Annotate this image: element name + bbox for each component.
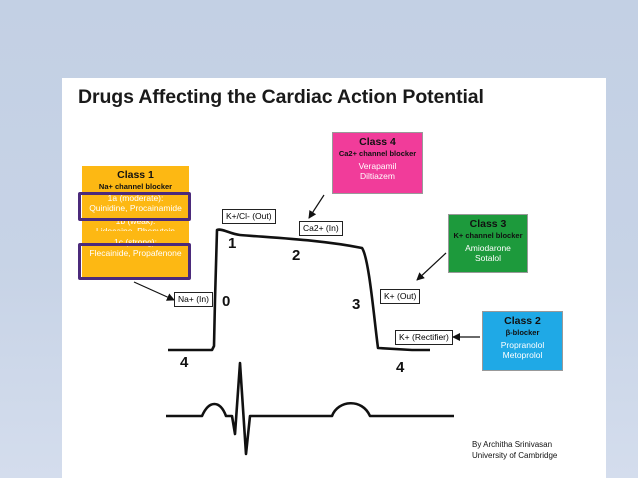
arrow-class4	[308, 194, 325, 219]
class2-drug1: Propranolol	[500, 339, 545, 350]
class1-heading: Class 1	[117, 169, 154, 181]
credit-author: By Architha Srinivasan	[472, 440, 553, 449]
phase-4-left: 4	[180, 354, 189, 371]
phase-3: 3	[352, 296, 361, 313]
class1c-highlight	[78, 243, 191, 280]
class4-subheading: Ca2+ channel blocker	[338, 149, 417, 159]
label-k-out: K+ (Out)	[380, 289, 421, 304]
class3-box: Class 3 K+ channel blocker Amiodarone So…	[448, 214, 528, 273]
label-k-cl-out: K+/Cl- (Out)	[222, 209, 276, 224]
slide: Drugs Affecting the Cardiac Action Poten…	[62, 78, 606, 478]
class4-box: Class 4 Ca2+ channel blocker Verapamil D…	[332, 132, 423, 194]
slide-title: Drugs Affecting the Cardiac Action Poten…	[78, 86, 484, 108]
phase-4-right: 4	[396, 359, 405, 376]
class1a-drugs: Quinidine, Procainamide	[89, 203, 182, 214]
action-potential-diagram	[133, 194, 480, 456]
class3-drug1: Amiodarone	[465, 242, 511, 253]
class3-drug2: Sotalol	[475, 253, 501, 264]
label-na-in: Na+ (In)	[174, 292, 213, 307]
credit: By Architha Srinivasan University of Cam…	[472, 439, 557, 461]
class1-subheading: Na+ channel blocker	[98, 182, 173, 192]
class4-drug2: Diltiazem	[360, 171, 395, 182]
class1c-label: 1c (strong):	[114, 237, 157, 248]
class3-subheading: K+ channel blocker	[453, 231, 523, 241]
arrow-class3	[416, 252, 447, 281]
ecg-trace	[166, 361, 454, 456]
class2-box: Class 2 β-blocker Propranolol Metoprolol	[482, 311, 563, 371]
credit-affiliation: University of Cambridge	[472, 451, 558, 460]
arrow-class1	[133, 281, 175, 301]
class1a-label: 1a (moderate):	[107, 192, 164, 203]
label-ca-in: Ca2+ (In)	[299, 221, 343, 236]
class1b-drugs: Lidocaine, Phenytoin	[96, 226, 175, 232]
phase-1: 1	[228, 235, 237, 252]
class2-heading: Class 2	[504, 315, 541, 327]
class4-heading: Class 4	[359, 136, 396, 148]
phase-2: 2	[292, 247, 301, 264]
class3-heading: Class 3	[469, 218, 507, 230]
class2-subheading: β-blocker	[505, 328, 540, 338]
class1a-highlight	[78, 192, 191, 221]
class1c-drugs: Flecainide, Propafenone	[89, 248, 182, 258]
action-potential-curve	[168, 228, 430, 352]
class2-drug2: Metoprolol	[502, 350, 543, 361]
class4-drug1: Verapamil	[358, 160, 397, 171]
label-k-rectifier: K+ (Rectifier)	[395, 330, 453, 345]
phase-0: 0	[222, 293, 231, 310]
